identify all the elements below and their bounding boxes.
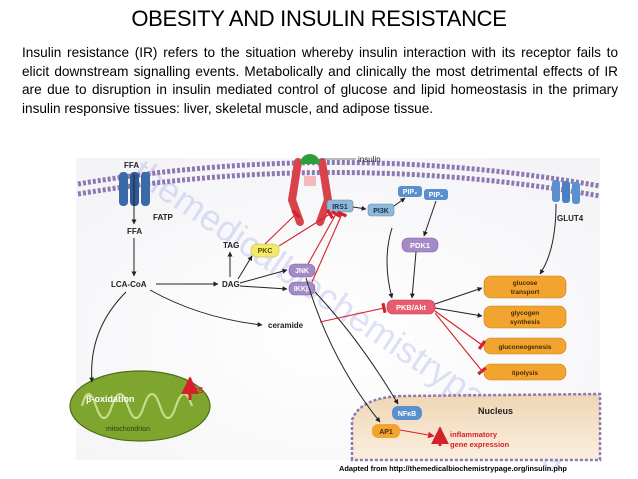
- pdk1-label: PDK1: [410, 241, 430, 250]
- dag-label: DAG: [222, 280, 240, 289]
- ikkb-label: IKKβ: [294, 286, 311, 293]
- arrow-dag-ikkb: [239, 285, 288, 292]
- nucleus-label: Nucleus: [478, 406, 513, 416]
- arrow-pip3-pkb: [386, 227, 394, 299]
- arrow-ikkb-nfkb: [314, 291, 399, 405]
- glycogen-synthesis-box: [483, 305, 567, 329]
- arrow-lcacoa-boxidation: [89, 291, 127, 383]
- pkc-label: PKC: [258, 248, 273, 255]
- glycogen-synthesis-label-1: glycogen: [511, 310, 540, 317]
- pip2-label: PIP₂: [403, 189, 417, 196]
- glucose-transport-label-2: transport: [511, 289, 540, 296]
- beta-oxidation-label: β-oxidation: [86, 394, 135, 404]
- jnk-box: [288, 263, 316, 278]
- intro-paragraph: Insulin resistance (IR) refers to the si…: [22, 45, 618, 116]
- insulin-molecule: [300, 154, 320, 164]
- pkb-akt-label: PKB/Akt: [396, 303, 427, 312]
- arrow-pi3k-pip: [393, 197, 406, 207]
- pip2-box: [398, 186, 422, 197]
- arrow-ap1-gene: [399, 429, 435, 439]
- arrow-pdk1-pkb: [409, 251, 417, 299]
- inhibit-pkb-gluconeo: [434, 310, 487, 350]
- activation-arrows: [89, 175, 557, 423]
- mitochondrion-label: mitochondrion: [106, 426, 150, 433]
- plasma-membrane: [77, 159, 601, 199]
- arrow-pip3-pdk1: [423, 200, 437, 237]
- ceramide-label: ceramide: [268, 321, 304, 330]
- inflammatory-label-2: gene expression: [450, 440, 510, 449]
- pi3k-label: PI3K: [373, 208, 389, 215]
- ap1-label: AP1: [379, 429, 393, 436]
- nfkb-label: NFκB: [398, 411, 416, 418]
- nfkb-box: [392, 406, 422, 420]
- inhibit-pkc-receptor: [264, 209, 301, 245]
- glucose-transport-box: [483, 275, 567, 299]
- inhibit-pkc-irs1: [278, 208, 335, 247]
- arrow-lcacoa-ceramide: [149, 289, 263, 327]
- glycogen-synthesis-label-2: synthesis: [510, 319, 540, 326]
- arrow-jnk-ap1: [305, 277, 381, 423]
- glucose-transport-label-1: glucose: [513, 280, 538, 287]
- jnk-label: JNK: [295, 268, 309, 275]
- arrow-pkb-glucose: [434, 287, 483, 305]
- arrow-dag-jnk: [239, 268, 288, 284]
- arrow-pkb-glycogen: [434, 307, 483, 318]
- pkb-akt-box: [386, 299, 436, 315]
- slide-title: OBESITY AND INSULIN RESISTANCE: [131, 6, 507, 31]
- arrow-glut4-glucose: [539, 203, 557, 275]
- pi3k-box: [367, 203, 395, 217]
- gluconeogenesis-label: gluconeogenesis: [498, 344, 551, 351]
- glut4-label: GLUT4: [557, 214, 584, 223]
- irs1-label: IRS1: [332, 204, 348, 211]
- lipolysis-label: lipolysis: [512, 370, 538, 377]
- ffa-outside-label: FFA: [124, 161, 139, 170]
- pip3-label: PIP₃: [429, 192, 444, 199]
- ap1-box: [372, 424, 400, 438]
- lca-coa-label: LCA-CoA: [111, 280, 147, 289]
- inhibit-ikkb-irs1: [311, 210, 348, 283]
- pdk1-box: [401, 237, 439, 253]
- mitochondrion: [69, 370, 211, 442]
- arrow-irs1-pi3k: [352, 205, 367, 211]
- source-credit: Adapted from http://themedicalbiochemist…: [339, 464, 567, 473]
- inhibit-pkb-lipolysis: [434, 312, 487, 376]
- inhibition-lines: [181, 208, 487, 446]
- fatp-label: FATP: [153, 213, 174, 222]
- inhibit-ceramide-pkb: [319, 302, 387, 323]
- insulin-label: insulin: [358, 155, 381, 164]
- glut4-transporter: [552, 180, 580, 204]
- inhibit-jnk-irs1: [307, 210, 342, 265]
- ffa-inside-label: FFA: [127, 227, 142, 236]
- tag-label: TAG: [223, 241, 239, 250]
- pip3-box: [424, 189, 448, 200]
- arrow-dag-pkc: [237, 255, 253, 280]
- inflammatory-label-1: inflammatory: [450, 430, 498, 439]
